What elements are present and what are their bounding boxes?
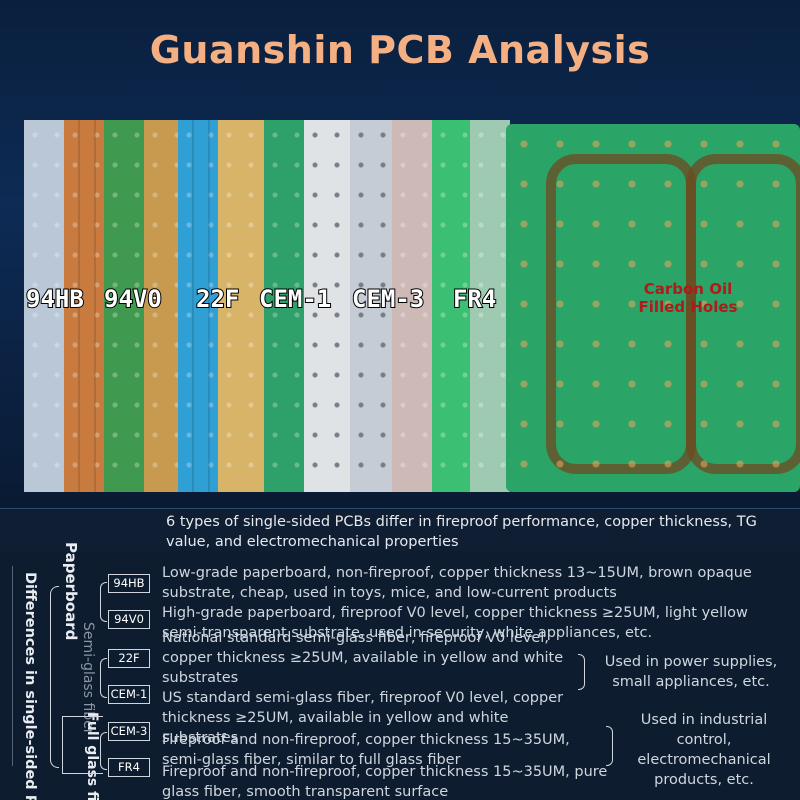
brace-glass-box	[62, 716, 103, 774]
pcb-photo-banner: Guanshin PCB Analysis 94HB 94V0 22F CEM-…	[0, 0, 800, 508]
board-94hb	[24, 120, 70, 492]
board-fr4-2	[470, 120, 510, 492]
brace-full-glass-codes	[100, 732, 107, 770]
board-cem1-2	[264, 120, 306, 492]
board-cem3-2	[350, 120, 394, 492]
desc-94hb: Low-grade paperboard, non-fireproof, cop…	[162, 565, 752, 601]
board-cem3-3	[392, 120, 434, 492]
summary-text: 6 types of single-sided PCBs differ in f…	[166, 514, 757, 550]
desc-22f: National standard semi-glass fiber, fire…	[162, 630, 564, 686]
desc-cem1: US standard semi-glass fiber, fireproof …	[162, 690, 564, 746]
board-cem1	[218, 120, 266, 492]
group-semi-glass: Semi-glass fiber	[80, 622, 96, 735]
type-label-94v0: 94V0	[103, 284, 163, 314]
page-title: Guanshin PCB Analysis	[149, 28, 651, 72]
summary-bar	[0, 508, 800, 551]
note-power: Used in power supplies, small appliances…	[604, 654, 778, 690]
brace-paperboard	[50, 586, 59, 768]
code-94hb: 94HB	[108, 574, 150, 593]
type-label-22f: 22F	[195, 284, 240, 314]
group-full-glass: Full glass fiber	[84, 712, 100, 800]
note-industrial: Used in industrial control, electromecha…	[637, 712, 771, 788]
board-94v0	[104, 120, 148, 492]
type-label-94hb: 94HB	[25, 284, 85, 314]
code-fr4: FR4	[108, 758, 150, 777]
brace-power-note	[578, 654, 585, 690]
side-title: Differences in single-sided PCBs	[22, 572, 38, 800]
code-94v0: 94V0	[108, 610, 150, 629]
desc-94v0: High-grade paperboard, fireproof V0 leve…	[162, 605, 748, 641]
type-label-fr4: FR4	[452, 284, 497, 314]
brace-semi-glass-codes	[100, 658, 107, 698]
code-cem1: CEM-1	[108, 685, 150, 704]
board-94hb-2	[64, 120, 104, 492]
type-label-cem1: CEM-1	[258, 284, 332, 314]
code-cem3: CEM-3	[108, 722, 150, 741]
group-paperboard: Paperboard	[62, 542, 80, 641]
board-cem3	[304, 120, 352, 492]
board-22f	[178, 120, 222, 492]
desc-fr4: Fireproof and non-fireproof, copper thic…	[162, 764, 608, 800]
type-label-cem3: CEM-3	[351, 284, 425, 314]
brace-paperboard-codes	[100, 582, 107, 622]
board-94v0-2	[144, 120, 180, 492]
brace-industrial-note	[606, 726, 613, 766]
carbon-oil-label: Carbon Oil Filled Holes	[638, 280, 738, 316]
desc-cem3: Fireproof and non-fireproof, copper thic…	[162, 732, 570, 768]
board-fr4-3	[506, 124, 800, 492]
code-22f: 22F	[108, 649, 150, 668]
side-title-frame	[12, 566, 35, 766]
board-fr4	[432, 120, 472, 492]
